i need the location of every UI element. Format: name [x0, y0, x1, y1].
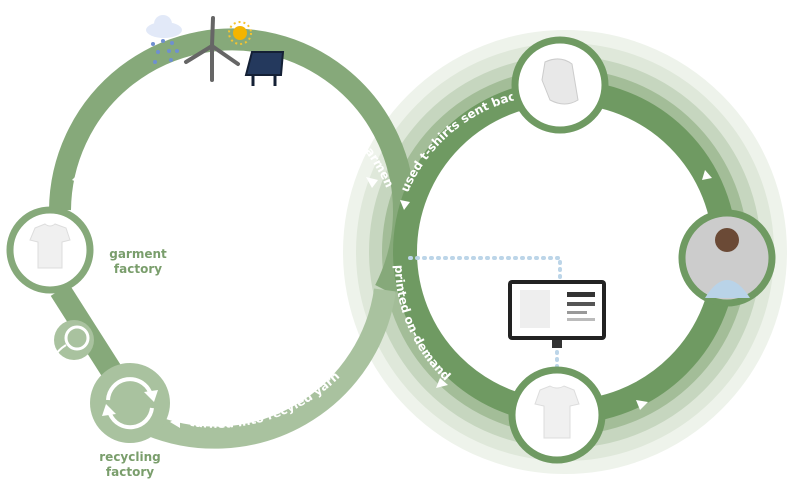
recycle-icon: [90, 363, 170, 443]
yarn-icon: [53, 320, 94, 360]
tshirt-icon: [29, 223, 71, 269]
wind-turbine-icon: [184, 16, 240, 82]
right-loop: [393, 80, 737, 424]
sent-back-node: [511, 36, 609, 134]
solar-panel-icon: [244, 51, 285, 86]
monitor-icon: [508, 280, 606, 348]
garment-factory-label: garment factory: [108, 247, 168, 277]
label-line: factory: [105, 465, 155, 479]
crumpled-shirt-icon: [541, 58, 579, 105]
sun-icon: [228, 21, 252, 45]
arrow-icons: [72, 170, 712, 428]
person-photo: [715, 228, 739, 252]
label-line: recycling: [99, 450, 161, 464]
label-line: garment: [109, 247, 167, 261]
tshirt-icon: [534, 385, 580, 439]
rain-cloud-icon: [146, 15, 182, 64]
customer-node: [678, 209, 776, 307]
garment-factory-node: [6, 206, 94, 294]
label-line: factory: [113, 262, 163, 276]
recycling-factory-label: recycling factory: [95, 450, 165, 480]
print-node: [508, 366, 606, 464]
